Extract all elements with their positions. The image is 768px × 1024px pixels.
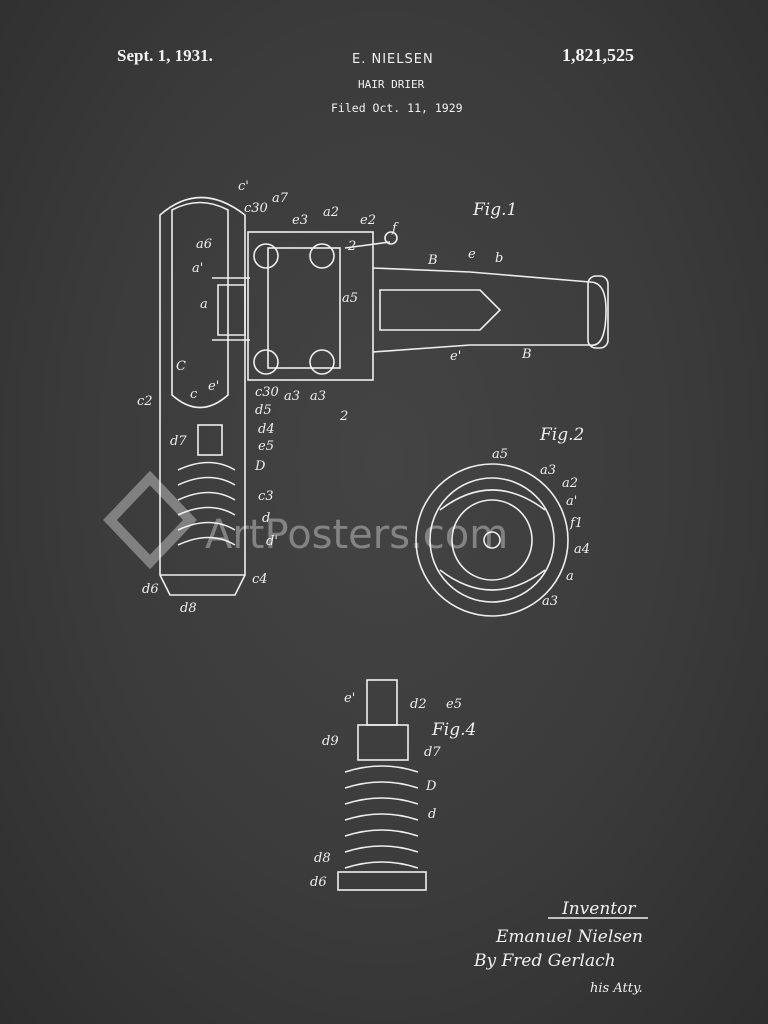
ref-label: e' (344, 691, 355, 706)
ref-label: a2 (323, 205, 339, 220)
signature-name: Emanuel Nielsen (495, 927, 643, 947)
ref-label: D (254, 459, 266, 474)
ref-label: d4 (258, 422, 275, 437)
ref-label: f (391, 221, 399, 236)
watermark-logo-icon (103, 470, 197, 570)
ref-label: a3 (542, 594, 558, 609)
ref-label: e (468, 247, 476, 262)
ref-label: d5 (255, 403, 272, 418)
watermark-text: ArtPosters.com (205, 512, 508, 558)
ref-label: d8 (314, 851, 331, 866)
filed-date: Filed Oct. 11, 1929 (331, 101, 463, 115)
patent-date: Sept. 1, 1931. (117, 46, 213, 65)
ref-label: d7 (170, 434, 187, 449)
ref-label: a4 (574, 542, 590, 557)
ref-label: e5 (446, 697, 462, 712)
ref-label: c (190, 387, 198, 402)
ref-label: f1 (569, 516, 583, 531)
ref-label: a' (192, 261, 203, 276)
ref-label: e' (450, 349, 461, 364)
watermark: ArtPosters.com (103, 470, 508, 570)
ref-label: B (521, 347, 532, 362)
ref-label: a6 (196, 237, 212, 252)
ref-label: c2 (137, 394, 153, 409)
signature-attorney: By Fred Gerlach (473, 951, 616, 971)
ref-label: e' (208, 379, 219, 394)
ref-label: b (495, 251, 503, 266)
ref-label: B (427, 253, 438, 268)
ref-label: a2 (562, 476, 578, 491)
ref-label: d8 (180, 601, 197, 616)
ref-label: d7 (424, 745, 441, 760)
ref-label: a7 (272, 191, 289, 206)
figure-4-heating-coil: Fig.4 e' d2 e5 d9 d7 D d d8 d6 (310, 679, 476, 891)
ref-label: 2 (347, 239, 356, 254)
ref-label: a (566, 569, 574, 584)
ref-label: a3 (540, 463, 556, 478)
patent-title: HAIR DRIER (358, 78, 425, 91)
ref-label: d (262, 511, 270, 526)
ref-label: 2 (339, 409, 348, 424)
figure-1-hair-drier: Fig.1 c' c30 a7 e3 a2 e2 f B e b a6 a' a… (137, 179, 609, 616)
inventor-signature: Inventor Emanuel Nielsen By Fred Gerlach… (473, 899, 648, 996)
ref-label: c4 (252, 572, 268, 587)
figure-4-label: Fig.4 (431, 720, 476, 740)
ref-label: d (428, 807, 436, 822)
ref-label: e3 (292, 213, 308, 228)
ref-label: a5 (342, 291, 358, 306)
figure-2-cross-section: Fig.2 a5 a3 a2 a' f1 a4 a a3 (415, 425, 590, 617)
ref-label: d' (266, 534, 278, 549)
figure-2-label: Fig.2 (539, 425, 584, 445)
ref-label: d9 (322, 734, 339, 749)
ref-label: c3 (258, 489, 274, 504)
ref-label: a5 (492, 447, 508, 462)
signature-heading: Inventor (561, 899, 636, 919)
ref-label: e2 (360, 213, 376, 228)
ref-label: D (425, 779, 437, 794)
ref-label: d6 (310, 875, 327, 890)
patent-number: 1,821,525 (562, 45, 634, 65)
ref-label: c30 (255, 385, 279, 400)
ref-label: d6 (142, 582, 159, 597)
ref-label: C (176, 359, 186, 374)
ref-label: a3 (284, 389, 300, 404)
ref-label: c30 (244, 201, 268, 216)
ref-label: c' (238, 179, 249, 194)
figure-1-label: Fig.1 (472, 200, 517, 220)
ref-label: a (200, 297, 208, 312)
ref-label: a3 (310, 389, 326, 404)
ref-label: a' (566, 494, 577, 509)
ref-label: d2 (410, 697, 427, 712)
ref-label: e5 (258, 439, 274, 454)
signature-attorney-suffix: his Atty. (590, 981, 643, 996)
inventor-name: E. NIELSEN (352, 52, 434, 67)
